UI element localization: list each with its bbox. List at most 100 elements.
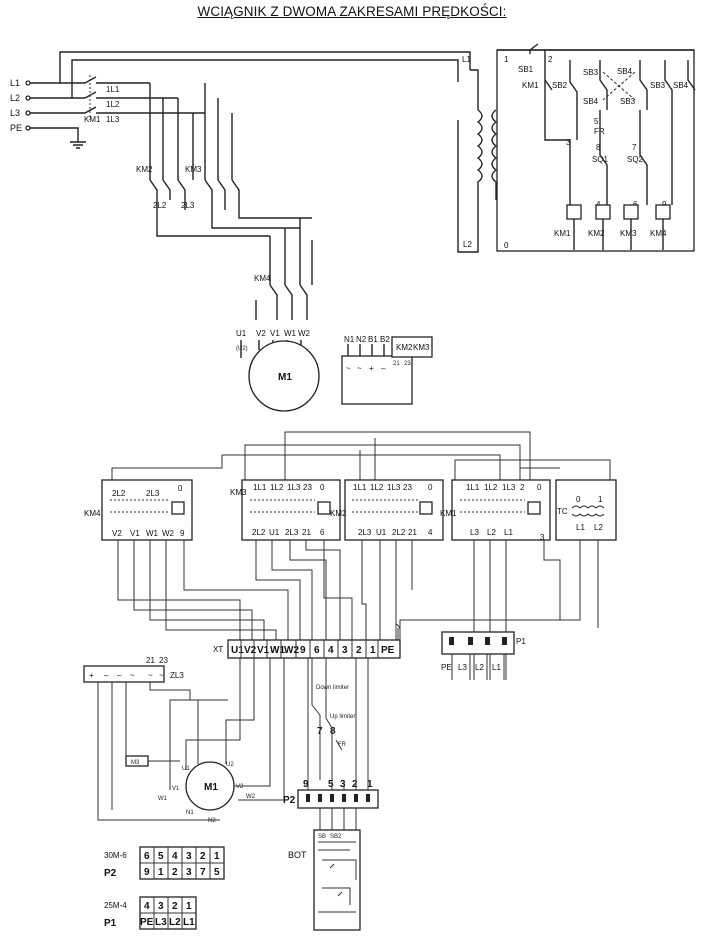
terminal-strip-xt bbox=[227, 639, 401, 659]
terminal-label: 3 bbox=[540, 533, 545, 542]
motor-terminal: N1 bbox=[186, 810, 194, 816]
terminal-label: 21 bbox=[302, 528, 311, 537]
terminal-label: 4 bbox=[428, 528, 433, 537]
node-label: 5 bbox=[594, 117, 599, 126]
xt-terminal: 4 bbox=[328, 645, 334, 656]
xt-terminal: W1 bbox=[270, 645, 285, 656]
pin-cell: 4 bbox=[144, 901, 150, 912]
p2-number: 2 bbox=[352, 779, 358, 790]
node-label: 1 bbox=[504, 55, 509, 64]
terminal-label: 21 bbox=[408, 528, 417, 537]
switch-label: SB4 bbox=[583, 97, 599, 106]
terminal-label: 1L2 bbox=[370, 483, 384, 492]
terminal-label: U1 bbox=[376, 528, 387, 537]
limit-number: 8 bbox=[330, 726, 336, 737]
contact-label: 1L2 bbox=[106, 100, 120, 109]
terminal-label: 23 bbox=[303, 483, 312, 492]
coil-label: KM1 bbox=[554, 229, 571, 238]
pin-cell: L2 bbox=[169, 917, 181, 928]
switch-label: SB4 bbox=[617, 67, 633, 76]
pin-cell: PE bbox=[140, 917, 154, 928]
hold-contact-label: KM1 bbox=[522, 81, 539, 90]
p2-number: 9 bbox=[303, 779, 309, 790]
phase-terminal bbox=[25, 80, 31, 86]
limit-fr: FR bbox=[338, 742, 347, 748]
rectifier-terminal: – bbox=[104, 671, 109, 680]
terminal-label: W1 bbox=[146, 529, 159, 538]
brake-unit: N1 N2 B1 B2 KM2 KM3 21 23 ~ ~ + – bbox=[341, 335, 433, 405]
terminal-label: 1L1 bbox=[466, 483, 480, 492]
transformer-tc bbox=[555, 479, 617, 541]
terminal-label: 0 bbox=[576, 495, 581, 504]
terminal-label: 1 bbox=[598, 495, 603, 504]
terminal-label: V1 bbox=[130, 529, 140, 538]
pin-cell: 6 bbox=[144, 851, 150, 862]
p1-terminal: L3 bbox=[458, 663, 467, 672]
phase-label: L3 bbox=[10, 108, 20, 118]
pin-cell: 9 bbox=[144, 867, 150, 878]
xt-terminal: U1 bbox=[231, 645, 244, 656]
terminal-label: 1L3 bbox=[502, 483, 516, 492]
switch-label: SB2 bbox=[552, 81, 568, 90]
xt-terminals: U1 V2 V1 W1 W2 9 6 4 3 2 1 PE bbox=[231, 645, 395, 656]
terminal-label: W2 bbox=[162, 529, 175, 538]
xt-terminal: 2 bbox=[356, 645, 362, 656]
pendant-button-label: SB2 bbox=[330, 834, 342, 840]
output-label: 2L2 bbox=[153, 201, 167, 210]
terminal-label: 1L2 bbox=[270, 483, 284, 492]
phase-label: L2 bbox=[10, 93, 20, 103]
brake-symbol: ~ bbox=[357, 364, 362, 373]
contactor-label: KM4 bbox=[254, 274, 271, 283]
coil-symbol bbox=[527, 501, 541, 515]
node-label: 2 bbox=[548, 55, 553, 64]
terminal-label: 1L1 bbox=[353, 483, 367, 492]
motor-symbol bbox=[248, 340, 320, 412]
brake-contact-label: KM3 bbox=[413, 343, 430, 352]
brake-terminal-label: N2 bbox=[356, 335, 367, 344]
rectifier-number: 23 bbox=[159, 656, 168, 665]
contactor-label: KM2 bbox=[330, 509, 347, 518]
motor-label: M1 bbox=[204, 782, 218, 793]
rectifier bbox=[83, 665, 165, 683]
node-label: 7 bbox=[632, 143, 637, 152]
output-label: 2L3 bbox=[181, 201, 195, 210]
pin-cell: L1 bbox=[183, 917, 195, 928]
terminal-label: 1L1 bbox=[253, 483, 267, 492]
transformer-symbol bbox=[476, 109, 498, 200]
coil-symbol bbox=[566, 204, 582, 220]
switch-label: SB3 bbox=[650, 81, 666, 90]
contact-label: 1L1 bbox=[106, 85, 120, 94]
switch-label: SB3 bbox=[583, 68, 599, 77]
terminal-label: 2L2 bbox=[392, 528, 406, 537]
rectifier-terminal: – bbox=[117, 671, 122, 680]
xt-terminal: 6 bbox=[314, 645, 320, 656]
terminal-label: 2 bbox=[520, 483, 525, 492]
brake-terminal-label: B2 bbox=[380, 335, 390, 344]
page-title: WCIĄGNIK Z DWOMA ZAKRESAMI PRĘDKOŚCI: bbox=[197, 4, 507, 19]
limit-label: Down limiter bbox=[316, 685, 349, 691]
pin-cell: 2 bbox=[172, 901, 178, 912]
motor-terminal: W1 bbox=[158, 796, 168, 802]
p1-terminal: L1 bbox=[492, 663, 501, 672]
coil-symbol bbox=[171, 501, 185, 515]
xt-terminal: 9 bbox=[300, 645, 306, 656]
motor-terminal-label: V2 bbox=[256, 329, 266, 338]
p2-number: 5 bbox=[328, 779, 334, 790]
pin-cell: 5 bbox=[158, 851, 164, 862]
coil-symbol bbox=[655, 204, 671, 220]
terminal-label: 2L3 bbox=[285, 528, 299, 537]
terminal-label: V2 bbox=[112, 529, 122, 538]
connector-label: P1 bbox=[516, 637, 526, 646]
xt-terminal: W2 bbox=[284, 645, 299, 656]
transformer-tap-label: L2 bbox=[463, 240, 472, 249]
switch-label: SQ2 bbox=[627, 155, 644, 164]
coil-symbol bbox=[419, 501, 433, 515]
motor-terminal: N2 bbox=[208, 818, 216, 824]
pin-table-code: 30M-6 bbox=[104, 851, 127, 860]
pin-cell: 4 bbox=[172, 851, 178, 862]
pin-cell: 2 bbox=[172, 867, 178, 878]
terminal-label: 0 bbox=[537, 483, 542, 492]
pin-cell: 7 bbox=[200, 867, 206, 878]
pin-cell: 3 bbox=[186, 851, 192, 862]
xt-terminal: 1 bbox=[370, 645, 376, 656]
